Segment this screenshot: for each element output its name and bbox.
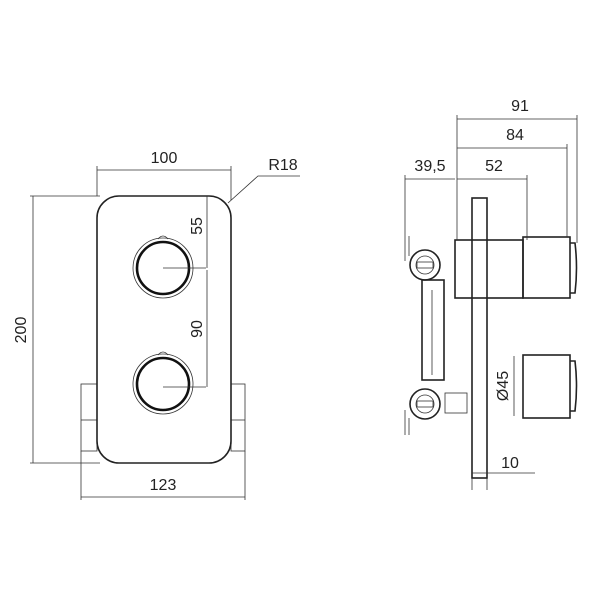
dim-knob-offset: 55 <box>189 217 206 235</box>
dim-knob-diameter: Ø45 <box>495 371 512 401</box>
lower-knob <box>132 351 206 415</box>
cartridge-body <box>454 239 524 299</box>
upper-fitting <box>409 249 441 281</box>
cover-plate <box>96 195 232 464</box>
valve-body <box>421 279 445 381</box>
dim-width-bottom: 123 <box>150 477 177 494</box>
dim-plate-thickness: 10 <box>501 455 519 472</box>
dim-height: 200 <box>13 317 30 344</box>
wall-plate <box>471 197 488 479</box>
left-flange <box>80 383 98 452</box>
side-view: 91 84 39,5 52 Ø45 10 <box>404 98 578 490</box>
dim-depth-total: 91 <box>511 98 529 115</box>
dim-depth-84: 84 <box>506 127 524 144</box>
front-view: 100 200 R18 55 90 123 <box>13 150 300 500</box>
dim-radius: R18 <box>268 157 297 174</box>
upper-knob <box>132 235 206 299</box>
upper-handle <box>522 236 578 299</box>
dim-width-top: 100 <box>151 150 178 167</box>
dim-knob-spacing: 90 <box>189 320 206 338</box>
right-flange <box>230 383 246 452</box>
lower-handle <box>522 354 578 419</box>
dim-rear-depth: 39,5 <box>414 158 445 175</box>
lower-fitting <box>409 388 468 420</box>
dim-body-depth: 52 <box>485 158 503 175</box>
